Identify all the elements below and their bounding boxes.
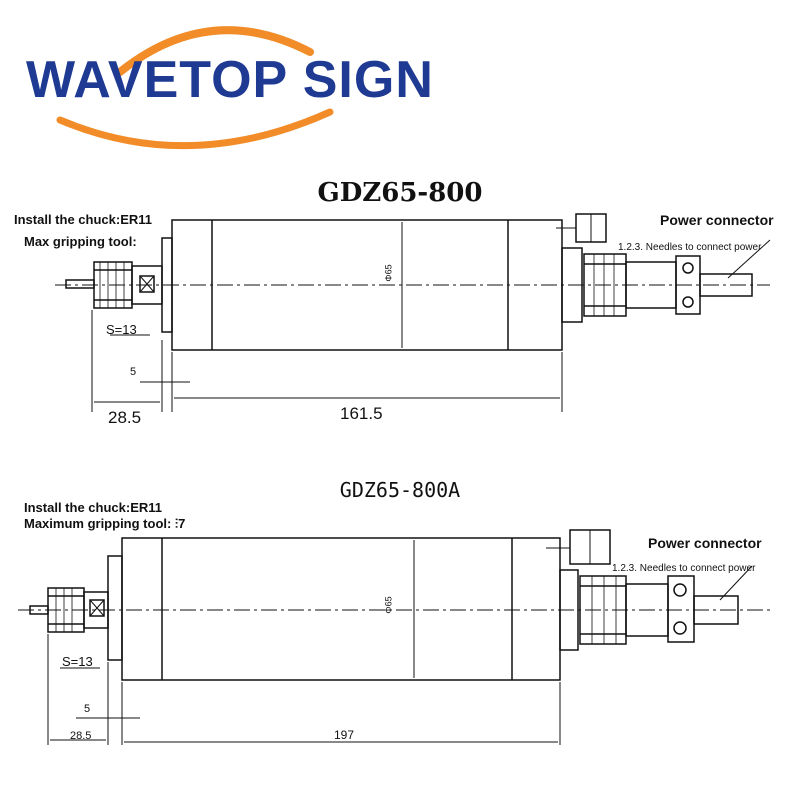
drawing2-body: [121, 537, 561, 681]
logo-text: WAVETOP SIGN: [26, 51, 434, 109]
drawing1-cable: [699, 273, 753, 297]
drawing1-needles-label: 1.2.3. Needles to connect power: [618, 242, 762, 253]
drawing1-grip-label: Max gripping tool:: [24, 234, 137, 249]
drawing2-needles-label: 1.2.3. Needles to connect power: [612, 563, 756, 574]
logo-arc: [56, 26, 334, 150]
drawing1-back-cap: [561, 247, 583, 323]
drawing1-nut-square: [139, 275, 155, 293]
drawing2-back-cap: [559, 569, 579, 651]
drawing2-cable: [693, 595, 739, 625]
brand-logo: WAVETOP SIGN: [0, 0, 433, 150]
drawing2-connector-clamp: [667, 575, 695, 643]
drawing1-tool: [65, 279, 95, 289]
drawing2-grip-label: Maximum gripping tool: ⫶7: [24, 516, 186, 531]
drawing2-flange: [107, 555, 123, 661]
drawing1-dim-body: 161.5: [340, 404, 383, 423]
drawing2-chuck-label: Install the chuck:ER11: [24, 500, 162, 515]
drawing2-dim-5: 5: [84, 703, 91, 715]
drawing1-chuck-label: Install the chuck:ER11: [14, 212, 152, 227]
drawing2-dim-body: 197: [334, 728, 355, 742]
drawing2-leader: [719, 565, 753, 601]
drawing1-s-label: S=13: [106, 322, 137, 337]
drawing1-leader: [727, 239, 771, 279]
drawing1-power-label: Power connector: [660, 212, 774, 228]
drawing1-title: GDZ65-800: [317, 178, 483, 208]
drawing2-nut-square: [89, 599, 105, 617]
drawing2-tool: [29, 605, 49, 615]
drawing2-power-label: Power connector: [648, 535, 762, 551]
drawing2-title: GDZ65-800A: [339, 478, 461, 502]
drawing1-dim-left: 28.5: [108, 408, 142, 427]
drawing2-s-label: S=13: [62, 654, 93, 669]
drawing2-dim-left: 28.5: [70, 730, 92, 742]
drawing1-dim-5: 5: [130, 366, 137, 378]
